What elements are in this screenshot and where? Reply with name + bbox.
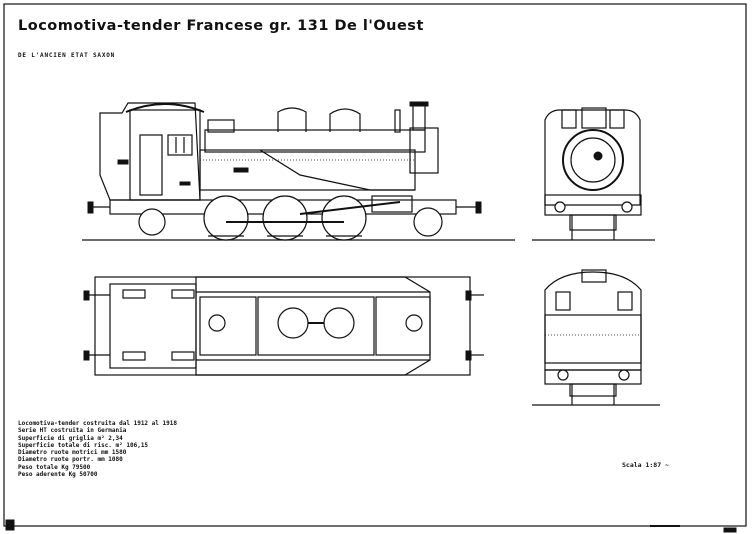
plan-dome-1 <box>277 307 309 339</box>
cab-door <box>139 134 163 196</box>
boiler <box>204 129 426 153</box>
side-tank <box>199 149 416 191</box>
cab-front-box <box>207 119 235 133</box>
plan-dome-2 <box>323 307 355 339</box>
sheet-border <box>3 3 747 527</box>
front-buffer <box>475 201 482 214</box>
front-view <box>532 107 655 241</box>
cab-roof <box>125 103 205 113</box>
plan-center <box>257 296 375 356</box>
whistle <box>394 109 401 133</box>
chimney <box>412 103 426 131</box>
side-elevation <box>82 101 515 241</box>
spec-line: Locomotiva-tender costruita dal 1912 al … <box>18 420 177 427</box>
front-cab-outline <box>544 109 641 206</box>
spec-line: Diametro ruote portr. mm 1080 <box>18 456 123 464</box>
spec-line: Peso aderente Kg 50700 <box>18 471 98 479</box>
corner-mark <box>5 519 15 531</box>
spec-line: Superficie di griglia m² 2,34 <box>18 434 123 442</box>
rear-cab-outline <box>544 271 642 371</box>
spec-line: Serie HT costruita in Germania <box>18 427 127 435</box>
trailing-wheel <box>138 208 166 236</box>
rear-bunker-face <box>544 314 642 364</box>
drawing-subtitle: DE L'ANCIEN ETAT SAXON <box>18 52 116 59</box>
bunker <box>99 102 201 201</box>
smokebox <box>409 127 439 174</box>
rear-view <box>532 269 660 406</box>
plan-filler-1 <box>208 314 226 332</box>
plan-view <box>83 276 484 376</box>
cab-window <box>167 134 193 156</box>
drawing-title: Locomotiva-tender Francese gr. 131 De l'… <box>18 18 424 34</box>
spec-line: Diametro ruote motrici mm 1580 <box>18 449 127 457</box>
driving-wheel-1 <box>203 195 249 241</box>
tank-slope <box>259 149 415 191</box>
cylinder <box>371 195 413 213</box>
edge-mark-right <box>723 527 737 533</box>
spec-line: Peso totale Kg 79500 <box>18 463 91 471</box>
smokebox-door <box>562 129 624 191</box>
plan-chimney <box>405 314 423 332</box>
connecting-rod <box>299 201 401 215</box>
leading-wheel <box>413 207 443 237</box>
driving-wheel-2 <box>262 195 308 241</box>
scale-label: Scala 1:87 ~ <box>622 461 669 469</box>
plan-left-tank <box>199 296 257 356</box>
spec-line: Superficie totale di risc. m² 106,15 <box>18 441 149 449</box>
plan-right-tank <box>375 296 431 356</box>
steam-dome <box>277 107 307 132</box>
driving-wheel-3 <box>321 195 367 241</box>
front-chimney <box>581 107 607 129</box>
rear-buffer <box>87 201 94 214</box>
sand-dome <box>329 108 361 132</box>
spec-list: Locomotiva-tender costruita dal 1912 al … <box>18 420 177 478</box>
